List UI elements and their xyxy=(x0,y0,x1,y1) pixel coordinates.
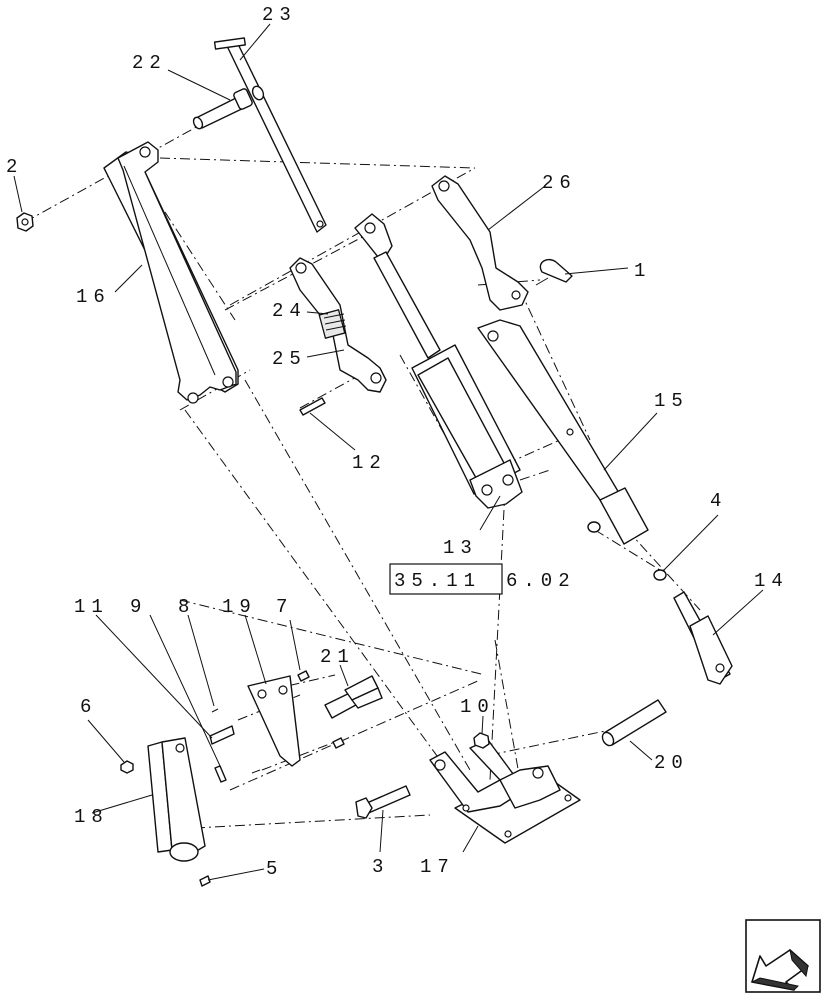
callout-2: 2 xyxy=(6,156,23,178)
callout-4: 4 xyxy=(710,490,727,512)
part-26-lever xyxy=(431,175,529,311)
callout-17: 17 xyxy=(420,856,455,878)
callout-11: 11 xyxy=(74,596,109,618)
part-3-bolt xyxy=(355,785,411,819)
part-22-pin xyxy=(192,85,265,130)
callout-8: 8 xyxy=(178,596,195,618)
part-20-pin xyxy=(601,699,667,747)
callout-23: 23 xyxy=(262,4,297,26)
part-21-fork xyxy=(324,675,383,719)
callout-14: 14 xyxy=(754,570,789,592)
part-13-cylinder xyxy=(354,213,523,509)
part-4-screw xyxy=(587,521,667,581)
callout-21: 21 xyxy=(320,646,355,668)
callout-9: 9 xyxy=(130,596,147,618)
part-25-lever xyxy=(289,257,387,393)
callout-13: 13 xyxy=(443,537,478,559)
reference-code[interactable]: 35.11 6.02 xyxy=(389,563,576,595)
callout-18: 18 xyxy=(74,806,109,828)
callout-24: 24 xyxy=(272,300,307,322)
callout-22: 22 xyxy=(132,52,167,74)
reference-code-rest: 6.02 xyxy=(506,570,576,592)
callout-15: 15 xyxy=(654,390,689,412)
part-14-clevis xyxy=(673,591,733,685)
callout-20: 20 xyxy=(654,752,689,774)
callout-6: 6 xyxy=(80,696,97,718)
part-1-clip xyxy=(535,258,573,286)
callout-7: 7 xyxy=(276,596,293,618)
callout-26: 26 xyxy=(542,172,577,194)
callout-19: 19 xyxy=(222,596,257,618)
back-arrow-icon[interactable] xyxy=(745,919,821,993)
callout-16: 16 xyxy=(76,286,111,308)
callout-25: 25 xyxy=(272,348,307,370)
callout-3: 3 xyxy=(372,856,389,878)
small-fasteners xyxy=(120,670,345,887)
part-18-bracket xyxy=(147,737,206,862)
part-10-nut xyxy=(473,732,490,749)
part-17-base xyxy=(429,739,581,844)
callout-5: 5 xyxy=(266,858,283,880)
callout-12: 12 xyxy=(352,452,387,474)
part-19-plate xyxy=(247,675,301,767)
part-16-arm xyxy=(103,141,239,404)
callout-10: 10 xyxy=(460,696,495,718)
part-15-link xyxy=(477,319,649,545)
reference-code-boxed: 35.11 xyxy=(394,570,481,592)
callout-labels: 23 22 2 16 26 1 24 25 12 15 13 4 14 11 9… xyxy=(6,4,789,880)
part-12-pin xyxy=(299,397,326,416)
part-2-nut xyxy=(16,212,34,232)
part-23-rod xyxy=(213,37,327,233)
leader-lines xyxy=(13,23,764,881)
callout-1: 1 xyxy=(634,260,651,282)
